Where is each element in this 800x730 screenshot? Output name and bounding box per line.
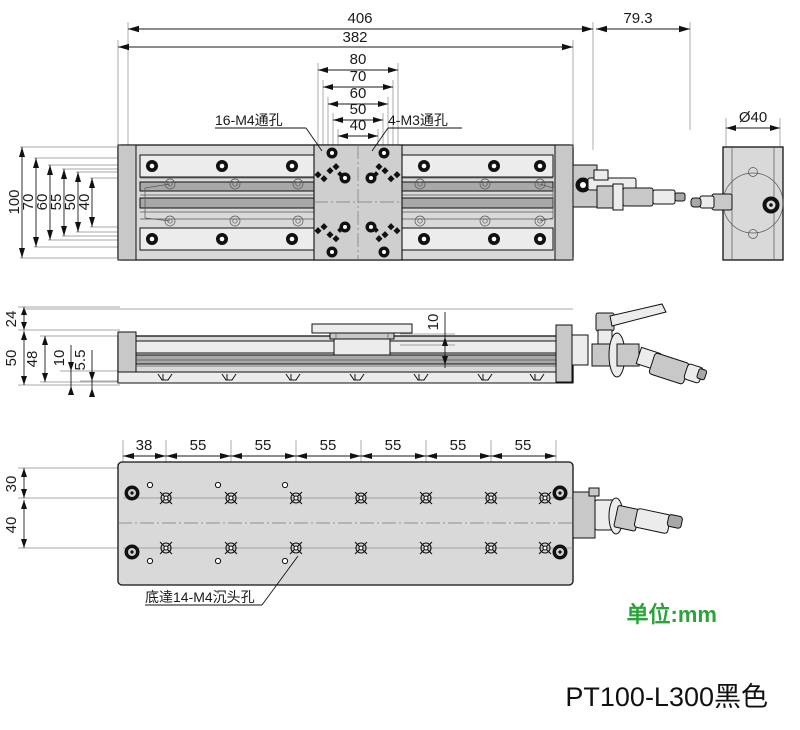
dim-50-text: 50 (350, 101, 367, 118)
dim-40-text: 40 (350, 117, 367, 134)
side-view: 24 50 48 10 5.5 (3, 303, 708, 397)
micrometer-side-view (555, 303, 708, 385)
dim-55a-text: 55 (190, 437, 207, 454)
dim-30-text: 30 (3, 476, 20, 493)
dim-5p5-text: 5.5 (72, 350, 89, 371)
callout-4-m3-text: 4-M3通孔 (388, 112, 448, 128)
dim-overall-length: 406 (128, 10, 593, 33)
dim-38-text: 38 (136, 437, 153, 454)
dim-40b-text: 40 (3, 517, 20, 534)
dim-55b-text: 55 (255, 437, 272, 454)
dim-382-text: 382 (342, 29, 367, 46)
dim-80-text: 80 (350, 51, 367, 68)
dim-79p3-text: 79.3 (623, 10, 652, 27)
dim-55v-text: 55 (48, 194, 65, 211)
dim-body-length: 382 (118, 29, 573, 51)
callout-16-m4: 16-M4通孔 (215, 112, 323, 152)
micrometer-bottom-view (572, 487, 683, 539)
callout-bottom-countersunk: 底達14-M4沉头孔 (145, 555, 299, 606)
dim-50s-text: 50 (3, 350, 20, 367)
callout-16-m4-text: 16-M4通孔 (215, 112, 283, 128)
dim-height-stack: 100 70 60 55 50 40 (6, 146, 120, 259)
dim-55d-text: 55 (385, 437, 402, 454)
dim-55c-text: 55 (320, 437, 337, 454)
dim-70v-text: 70 (20, 194, 37, 211)
dim-24-text: 24 (3, 311, 20, 328)
callout-bottom-text: 底達14-M4沉头孔 (145, 589, 255, 605)
micrometer-top-view (572, 164, 686, 211)
dim-100-text: 100 (6, 189, 23, 214)
unit-note: 单位:mm (627, 602, 717, 627)
top-view: 406 382 79.3 (6, 10, 691, 261)
rail-inner-holes (144, 178, 554, 227)
bottom-corner-bolts (124, 485, 568, 560)
dim-50v-text: 50 (62, 194, 79, 211)
dim-right-overhang: 79.3 (596, 10, 690, 33)
dim-carriage-stack: 80 70 60 50 40 (317, 51, 399, 150)
dim-70-text: 70 (350, 68, 367, 85)
dim-10c-text: 10 (425, 314, 442, 331)
bottom-pilot-holes (146, 481, 289, 565)
dim-40v-text: 40 (76, 194, 93, 211)
carriage-hole-pattern (314, 147, 401, 258)
dim-406-text: 406 (347, 10, 372, 27)
rail-screw-holes (146, 160, 546, 245)
dim-bottom-heights: 30 40 (3, 467, 120, 549)
callout-4-m3: 4-M3通孔 (371, 112, 462, 152)
dim-55f-text: 55 (515, 437, 532, 454)
end-view: Ø40 (690, 109, 784, 261)
dim-60-text: 60 (350, 85, 367, 102)
dim-diameter-text: Ø40 (739, 109, 767, 126)
bottom-view: 38 55 55 55 55 55 55 30 40 (3, 437, 683, 606)
dim-55e-text: 55 (450, 437, 467, 454)
model-title: PT100-L300黑色 (565, 682, 768, 712)
bottom-countersunk-holes (159, 491, 552, 555)
dim-60v-text: 60 (34, 194, 51, 211)
dim-10s-text: 10 (51, 350, 68, 367)
dim-48-text: 48 (24, 351, 41, 368)
